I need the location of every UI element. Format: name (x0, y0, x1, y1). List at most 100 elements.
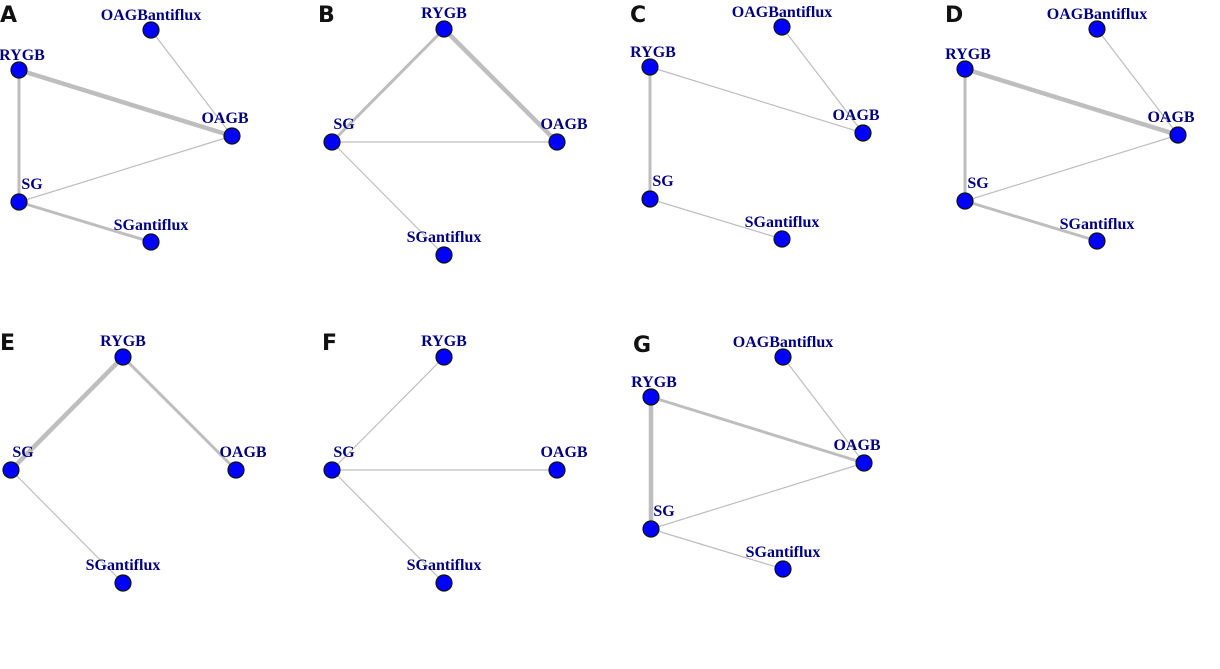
node-label-oagb: OAGB (832, 107, 879, 124)
node-sgantiflux (1088, 232, 1106, 250)
node-label-sg: SG (653, 503, 675, 520)
node-label-oagbantiflux: OAGBantiflux (732, 4, 832, 21)
node-rygb (642, 388, 660, 406)
node-sg (642, 520, 660, 538)
node-label-sgantiflux: SGantiflux (407, 229, 482, 246)
panel-letter: E (0, 331, 15, 356)
edge-oagbantiflux-oagb (1096, 28, 1179, 136)
node-sg (641, 190, 659, 208)
node-label-rygb: RYGB (100, 333, 146, 350)
node-label-sg: SG (333, 116, 355, 133)
node-sgantiflux (435, 574, 453, 592)
edge-oagbantiflux-oagb (150, 29, 233, 137)
edge-oagbantiflux-oagb (781, 26, 864, 134)
panel-letter: C (630, 3, 646, 28)
edge-oagbantiflux-oagb (782, 356, 865, 464)
node-label-rygb: RYGB (421, 333, 467, 350)
edge-sg-sgantiflux (331, 141, 445, 256)
node-sg (10, 193, 28, 211)
edge-rygb-oagb (649, 66, 864, 134)
node-rygb (435, 20, 453, 38)
edge-rygb-oagb (964, 66, 1179, 138)
node-label-sgantiflux: SGantiflux (745, 214, 820, 231)
node-sgantiflux (435, 246, 453, 264)
edge-sg-sgantiflux (10, 469, 124, 584)
node-label-oagb: OAGB (201, 110, 248, 127)
node-sgantiflux (114, 574, 132, 592)
node-oagb (223, 127, 241, 145)
node-label-sgantiflux: SGantiflux (746, 544, 821, 561)
node-label-sgantiflux: SGantiflux (114, 217, 189, 234)
node-sg (956, 192, 974, 210)
node-rygb (114, 348, 132, 366)
node-label-rygb: RYGB (945, 46, 991, 63)
node-oagbantiflux (1088, 20, 1106, 38)
node-label-sg: SG (652, 173, 674, 190)
node-oagbantiflux (774, 348, 792, 366)
panel-e: E RYGB SG OAGB SGantiflux (0, 331, 267, 592)
node-label-oagb: OAGB (219, 444, 266, 461)
node-oagb (227, 461, 245, 479)
node-oagbantiflux (773, 18, 791, 36)
node-oagb (548, 461, 566, 479)
node-label-rygb: RYGB (421, 5, 467, 22)
node-label-rygb: RYGB (631, 374, 677, 391)
node-label-oagbantiflux: OAGBantiflux (733, 334, 833, 351)
node-label-oagbantiflux: OAGBantiflux (1047, 6, 1147, 23)
node-sgantiflux (774, 560, 792, 578)
node-sg (2, 461, 20, 479)
edge-rygb-oagb (121, 355, 238, 472)
node-label-sg: SG (967, 175, 989, 192)
edge-sg-sgantiflux (18, 200, 152, 244)
node-label-oagb: OAGB (833, 437, 880, 454)
edge-sg-oagb (650, 462, 865, 530)
node-sgantiflux (773, 230, 791, 248)
edge-rygb-oagb (650, 395, 865, 465)
node-sg (323, 133, 341, 151)
node-label-sg: SG (12, 444, 34, 461)
edge-sg-oagb (964, 134, 1179, 202)
panel-letter: B (318, 3, 335, 28)
edge-sg-sgantiflux (650, 528, 784, 570)
node-label-sgantiflux: SGantiflux (1060, 216, 1135, 233)
node-rygb (10, 61, 28, 79)
edge-rygb-oagb (442, 27, 559, 144)
node-label-sg: SG (333, 444, 355, 461)
edge-sg-sgantiflux (964, 199, 1098, 243)
node-sg (323, 461, 341, 479)
edge-rygb-oagb (18, 67, 233, 139)
node-oagbantiflux (142, 21, 160, 39)
edge-sg-sgantiflux (649, 198, 783, 240)
panel-letter: A (0, 3, 17, 28)
node-oagb (854, 124, 872, 142)
node-label-rygb: RYGB (630, 44, 676, 61)
node-oagb (1169, 126, 1187, 144)
node-oagb (855, 454, 873, 472)
panel-letter: D (945, 3, 963, 28)
node-sgantiflux (142, 233, 160, 251)
node-rygb (956, 60, 974, 78)
node-label-sg: SG (21, 176, 43, 193)
node-label-oagbantiflux: OAGBantiflux (101, 7, 201, 24)
node-label-rygb: RYGB (0, 47, 45, 64)
edge-sg-oagb (18, 135, 233, 203)
node-rygb (435, 348, 453, 366)
edge-sg-sgantiflux (331, 469, 445, 584)
panel-letter: F (322, 331, 337, 356)
node-oagb (548, 133, 566, 151)
node-rygb (641, 58, 659, 76)
panel-letter: G (633, 333, 651, 358)
edge-rygb-sg (330, 27, 446, 144)
edge-rygb-sg (9, 355, 125, 472)
node-label-oagb: OAGB (1147, 109, 1194, 126)
edge-sg-rygb (331, 356, 445, 471)
node-label-sgantiflux: SGantiflux (86, 557, 161, 574)
node-label-oagb: OAGB (540, 444, 587, 461)
